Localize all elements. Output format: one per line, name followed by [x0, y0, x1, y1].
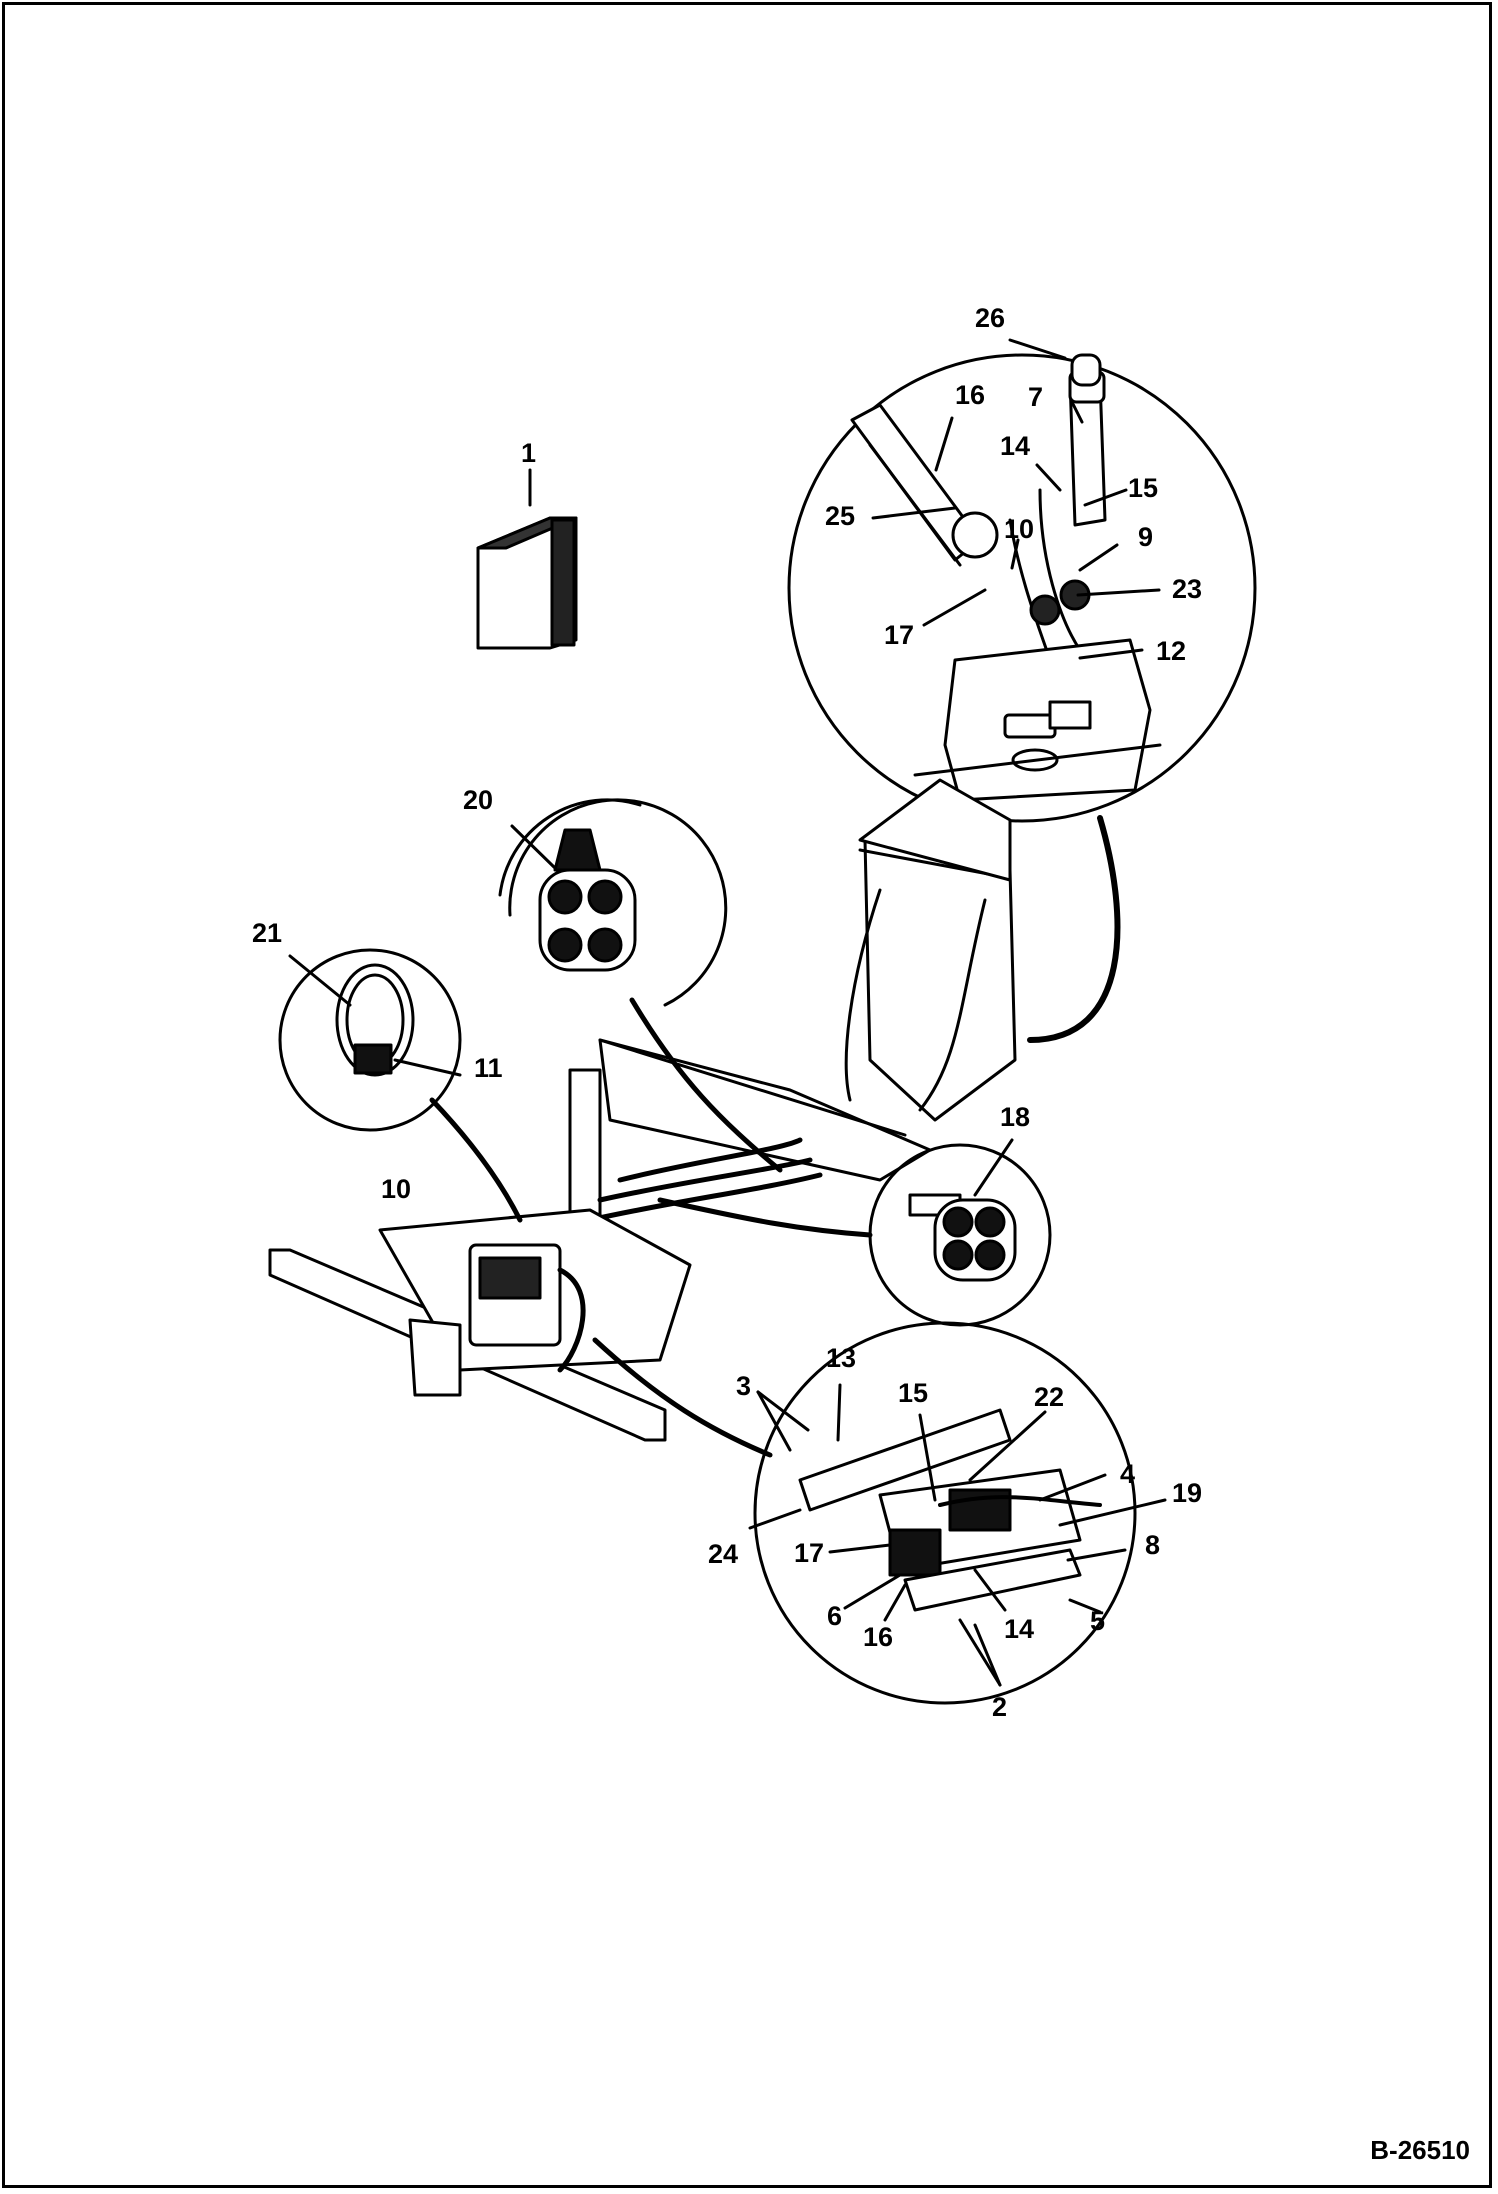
- callout-18: 18: [1000, 1102, 1031, 1132]
- figure-id: B-26510: [1370, 2135, 1470, 2165]
- callout-3: 3: [736, 1371, 752, 1401]
- part-1-box: [476, 468, 578, 650]
- detail-circle-20: [498, 798, 783, 1173]
- callout-14-bottom: 14: [1004, 1614, 1035, 1644]
- detail-circle-valve: [592, 1321, 1167, 1705]
- callout-10-left: 10: [381, 1174, 412, 1204]
- callout-21: 21: [252, 918, 283, 948]
- callout-12: 12: [1156, 636, 1187, 666]
- detail-circle-18: [657, 1138, 1052, 1327]
- callout-8: 8: [1145, 1530, 1161, 1560]
- callout-17-top: 17: [884, 620, 915, 650]
- callout-17-bottom: 17: [794, 1538, 825, 1568]
- callout-19: 19: [1172, 1478, 1203, 1508]
- callout-20: 20: [463, 785, 494, 815]
- callout-9: 9: [1138, 522, 1154, 552]
- base-frame: [268, 1208, 692, 1442]
- callout-1: 1: [521, 438, 537, 468]
- callout-4: 4: [1120, 1459, 1136, 1489]
- callout-25: 25: [825, 501, 856, 531]
- callout-16-bottom: 16: [863, 1622, 894, 1652]
- callout-26: 26: [975, 303, 1006, 333]
- detail-circle-21: [278, 948, 523, 1223]
- callout-14-top: 14: [1000, 431, 1031, 461]
- callout-23: 23: [1172, 574, 1203, 604]
- callout-5: 5: [1090, 1606, 1106, 1636]
- callout-13: 13: [826, 1343, 857, 1373]
- callout-16-top: 16: [955, 380, 986, 410]
- callout-6: 6: [827, 1601, 843, 1631]
- callout-15-bottom: 15: [898, 1378, 929, 1408]
- callout-10-top: 10: [1004, 514, 1035, 544]
- detail-circle-controls: [787, 338, 1257, 1043]
- callout-24: 24: [708, 1539, 739, 1569]
- callout-2: 2: [992, 1692, 1008, 1722]
- callout-7: 7: [1028, 382, 1044, 412]
- callout-15-top: 15: [1128, 473, 1159, 503]
- callout-11: 11: [474, 1053, 503, 1083]
- callout-22: 22: [1034, 1382, 1065, 1412]
